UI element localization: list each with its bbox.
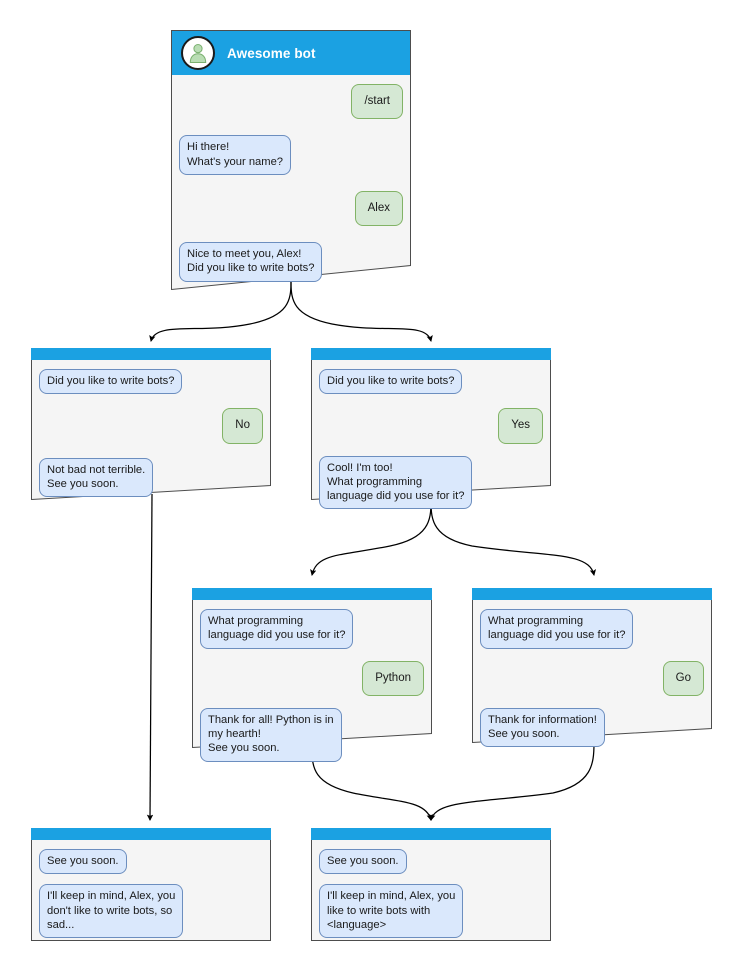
bot-message-bubble: Did you like to write bots?	[39, 369, 183, 395]
node-start-header: Awesome bot	[171, 30, 411, 75]
message-row: Thank for information! See you soon.	[480, 707, 704, 748]
message-row: What programming language did you use fo…	[200, 609, 424, 649]
node-answer-yes-chat: Did you like to write bots? Yes Cool! I'…	[311, 360, 551, 510]
message-row: I'll keep in mind, Alex, you like to wri…	[319, 884, 543, 939]
node-lang-go-header	[472, 588, 712, 600]
user-message-bubble: Go	[662, 660, 704, 696]
message-row: No	[39, 408, 263, 444]
node-answer-yes-header	[311, 348, 551, 360]
message-row: Cool! I'm too! What programming language…	[319, 455, 543, 510]
node-answer-no-chat: Did you like to write bots? No Not bad n…	[31, 360, 271, 500]
node-end-happy-chat: See you soon. I'll keep in mind, Alex, y…	[311, 840, 551, 941]
message-row: Not bad not terrible. See you soon.	[39, 457, 263, 498]
message-row: Yes	[319, 408, 543, 444]
node-lang-python-header	[192, 588, 432, 600]
edge-start-to-answer-yes	[290, 281, 433, 342]
bot-message-bubble: See you soon.	[39, 849, 127, 875]
message-row: Nice to meet you, Alex! Did you like to …	[179, 242, 403, 282]
message-row: See you soon.	[39, 849, 263, 875]
person-avatar-icon	[181, 36, 215, 70]
node-answer-yes[interactable]: Did you like to write bots? Yes Cool! I'…	[311, 348, 551, 510]
user-message-bubble: /start	[351, 84, 403, 120]
node-end-sad[interactable]: See you soon. I'll keep in mind, Alex, y…	[31, 828, 271, 941]
bot-message-bubble: Thank for all! Python is in my hearth! S…	[200, 707, 342, 762]
bot-message-bubble: Not bad not terrible. See you soon.	[39, 457, 154, 498]
user-message-bubble: Python	[362, 660, 424, 696]
message-row: /start	[179, 84, 403, 120]
user-message-bubble: No	[222, 408, 263, 444]
bot-message-bubble: See you soon.	[319, 849, 407, 875]
bot-message-bubble: What programming language did you use fo…	[200, 609, 354, 649]
node-end-happy-header	[311, 828, 551, 840]
user-message-bubble: Yes	[498, 408, 543, 444]
message-row: I'll keep in mind, Alex, you don't like …	[39, 884, 263, 939]
message-row: Thank for all! Python is in my hearth! S…	[200, 707, 424, 762]
node-lang-python[interactable]: What programming language did you use fo…	[192, 588, 432, 762]
node-start[interactable]: Awesome bot /start Hi there! What's your…	[171, 30, 411, 290]
edge-start-to-answer-no	[149, 281, 292, 342]
message-row: Hi there! What's your name?	[179, 135, 403, 175]
user-message-bubble: Alex	[354, 190, 403, 227]
bot-message-bubble: I'll keep in mind, Alex, you like to wri…	[319, 884, 464, 939]
edge-answer-yes-to-lang-python	[310, 501, 432, 576]
message-row: Python	[200, 660, 424, 696]
node-start-chat: /start Hi there! What's your name? Alex …	[171, 75, 411, 290]
edge-lang-go-to-end-happy	[429, 742, 595, 821]
node-answer-no-header	[31, 348, 271, 360]
message-row: Did you like to write bots?	[39, 369, 263, 395]
bot-title: Awesome bot	[227, 45, 316, 61]
node-lang-go-chat: What programming language did you use fo…	[472, 600, 712, 748]
bot-message-bubble: Nice to meet you, Alex! Did you like to …	[179, 242, 323, 282]
message-row: Go	[480, 660, 704, 696]
node-end-sad-header	[31, 828, 271, 840]
bot-message-bubble: Hi there! What's your name?	[179, 135, 292, 175]
bot-message-bubble: Thank for information! See you soon.	[480, 707, 605, 748]
bot-message-bubble: Did you like to write bots?	[319, 369, 463, 395]
message-row: What programming language did you use fo…	[480, 609, 704, 649]
bot-message-bubble: What programming language did you use fo…	[480, 609, 634, 649]
message-row: See you soon.	[319, 849, 543, 875]
message-row: Did you like to write bots?	[319, 369, 543, 395]
node-answer-no[interactable]: Did you like to write bots? No Not bad n…	[31, 348, 271, 500]
node-end-sad-chat: See you soon. I'll keep in mind, Alex, y…	[31, 840, 271, 941]
edge-answer-yes-to-lang-go	[430, 501, 597, 576]
node-end-happy[interactable]: See you soon. I'll keep in mind, Alex, y…	[311, 828, 551, 941]
bot-message-bubble: I'll keep in mind, Alex, you don't like …	[39, 884, 184, 939]
node-lang-go[interactable]: What programming language did you use fo…	[472, 588, 712, 748]
node-lang-python-chat: What programming language did you use fo…	[192, 600, 432, 762]
edge-answer-no-to-end-sad	[146, 493, 154, 821]
bot-message-bubble: Cool! I'm too! What programming language…	[319, 455, 473, 510]
message-row: Alex	[179, 190, 403, 227]
